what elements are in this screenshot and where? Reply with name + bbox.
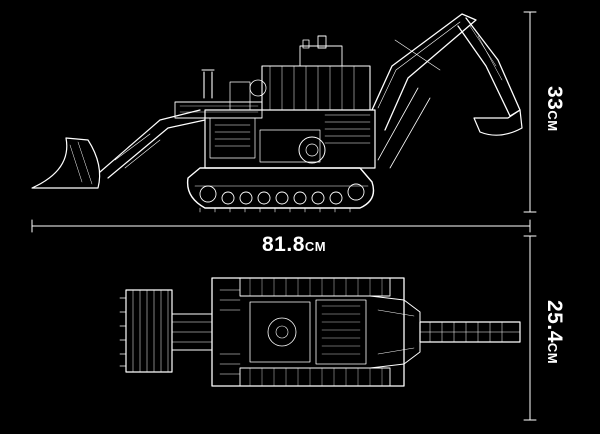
height-dimension-line [523, 11, 537, 213]
backhoe-boom [371, 13, 477, 131]
loader-arm [99, 109, 206, 179]
backhoe-dipper [457, 17, 521, 117]
exhaust-stack [201, 69, 215, 99]
length-unit: CM [304, 239, 327, 254]
length-value: 81.8 [262, 233, 305, 256]
length-dimension-line [31, 219, 531, 233]
height-label: 33CM [542, 86, 566, 132]
width-label: 25.4CM [542, 300, 566, 364]
top-track-upper [239, 277, 391, 297]
width-value: 25.4 [543, 300, 566, 343]
front-bucket [31, 137, 101, 189]
crawler-track [186, 167, 375, 209]
width-unit: CM [545, 342, 560, 365]
front-hood [174, 101, 263, 119]
top-track-lower [239, 367, 391, 387]
width-dimension-line [523, 235, 537, 421]
top-main-body [211, 277, 405, 387]
height-unit: CM [545, 110, 560, 132]
length-label: 81.8CM [262, 233, 326, 257]
top-rear-section [369, 295, 421, 369]
top-view-drawing [119, 277, 521, 387]
top-mast [317, 35, 327, 49]
height-value: 33 [543, 86, 566, 111]
backhoe-bucket [473, 109, 523, 136]
track-rollers [199, 183, 365, 205]
side-view-drawing [31, 13, 523, 213]
drive-sprocket [298, 136, 326, 164]
